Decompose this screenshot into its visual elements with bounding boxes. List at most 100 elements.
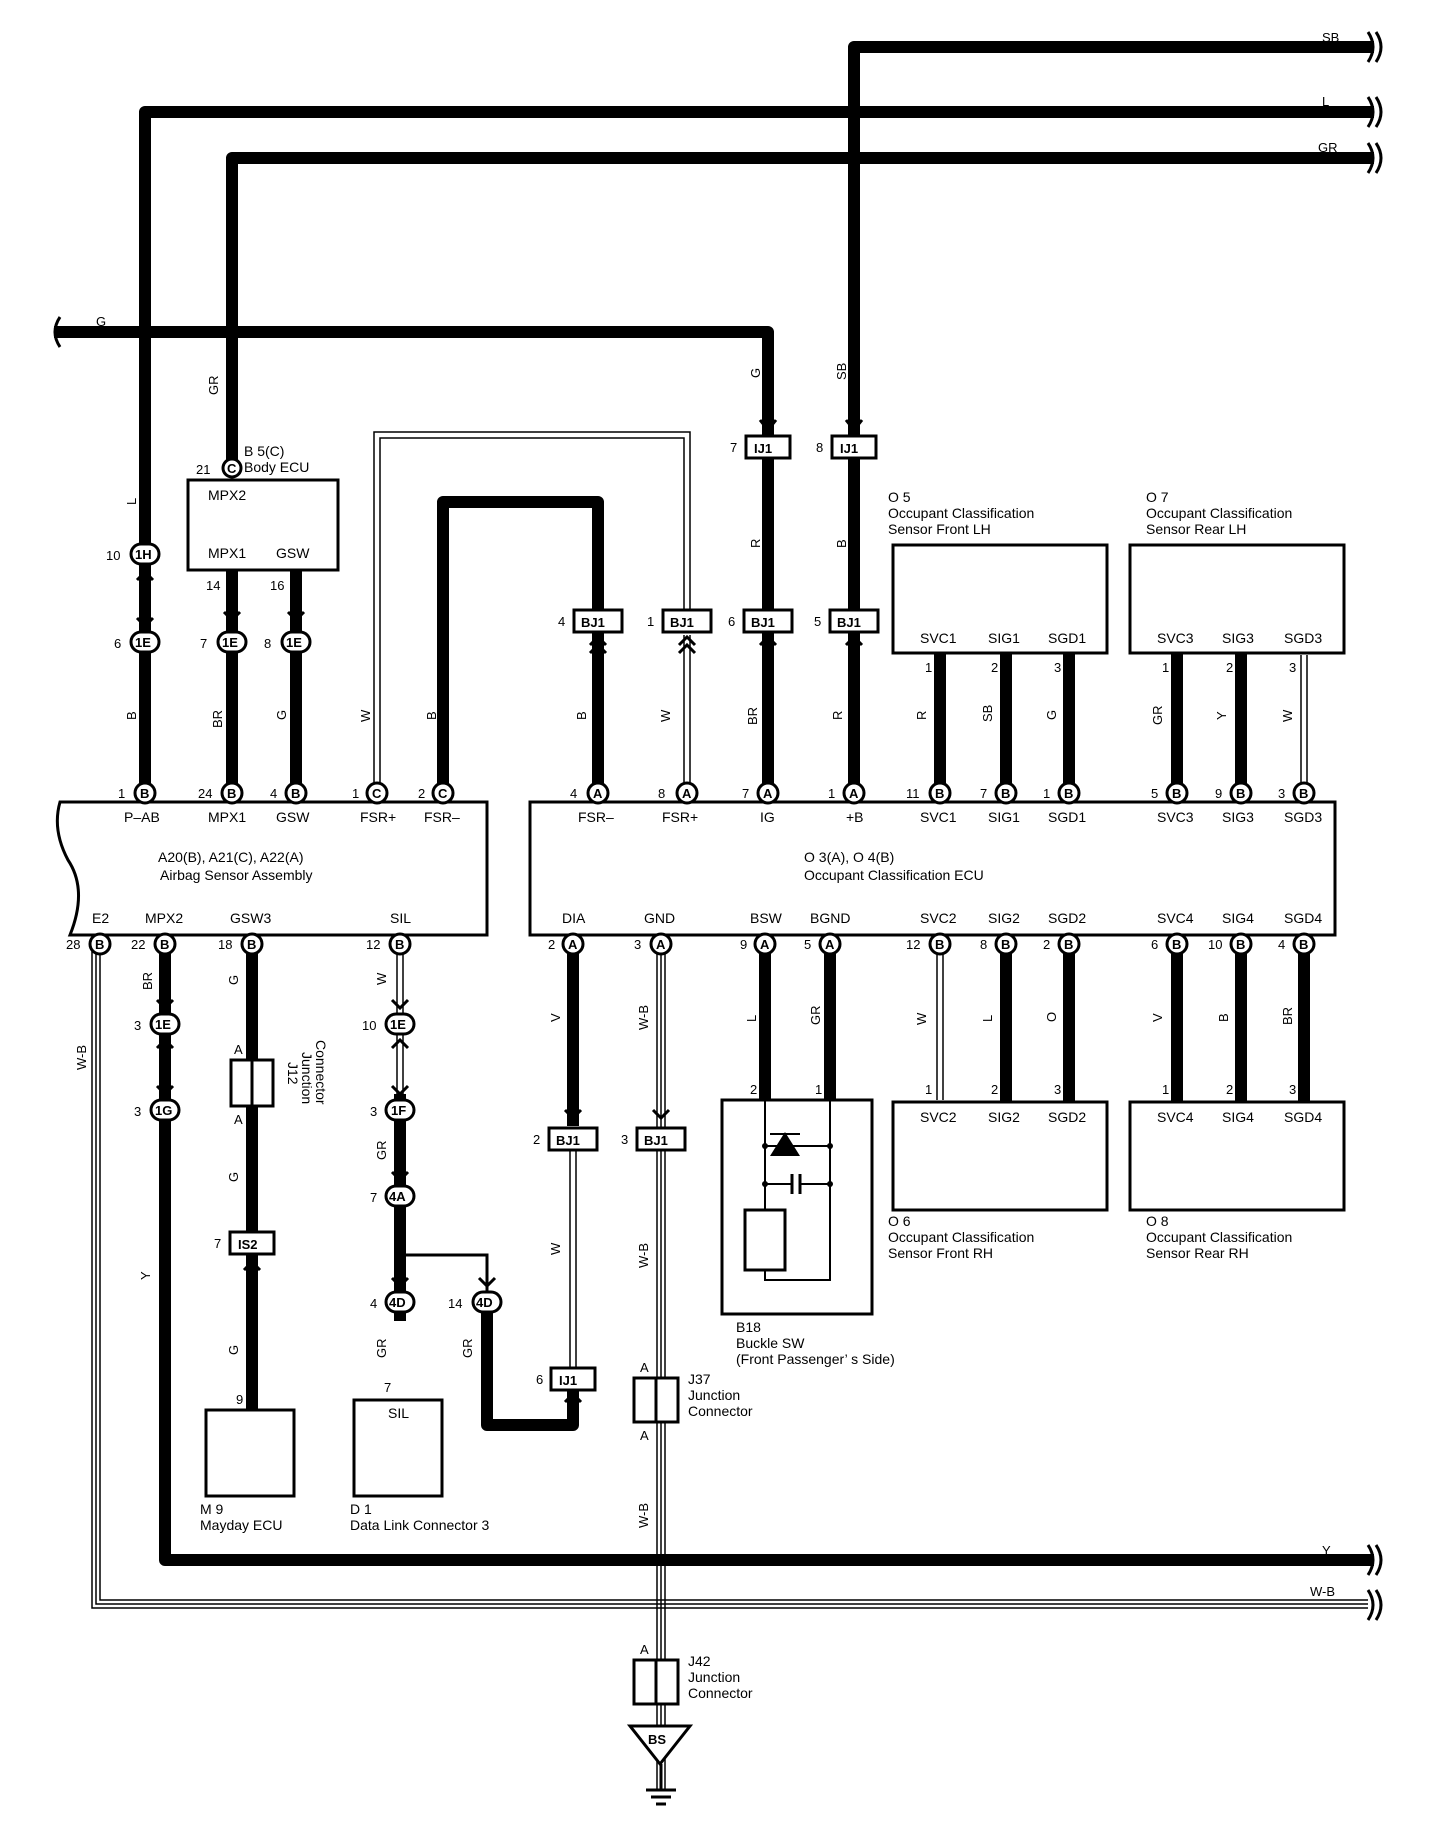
- svg-text:1: 1: [352, 786, 359, 801]
- svg-text:B: B: [227, 786, 236, 801]
- svg-text:IJ1: IJ1: [754, 441, 772, 456]
- pin-o-svc4: B6: [1151, 932, 1189, 956]
- svg-text:10: 10: [362, 1018, 376, 1033]
- svg-text:Occupant Classification: Occupant Classification: [888, 505, 1034, 521]
- svg-text:B 5(C): B 5(C): [244, 443, 284, 459]
- wire-gr-sil2: [481, 1294, 579, 1431]
- data-link-connector: SIL 7 D 1 Data Link Connector 3: [350, 1380, 490, 1533]
- svg-text:22: 22: [131, 937, 145, 952]
- svg-text:SVC2: SVC2: [920, 910, 957, 926]
- pin-fsrm-c: C2: [418, 781, 455, 805]
- svg-text:5: 5: [804, 937, 811, 952]
- svg-text:3: 3: [134, 1104, 141, 1119]
- svg-text:B: B: [1216, 1013, 1231, 1022]
- svg-text:FSR–: FSR–: [578, 809, 614, 825]
- svg-text:L: L: [124, 498, 139, 505]
- svg-text:24: 24: [198, 786, 212, 801]
- svg-text:GR: GR: [374, 1141, 389, 1161]
- svg-text:9: 9: [740, 937, 747, 952]
- svg-text:R: R: [914, 711, 929, 720]
- svg-text:Junction: Junction: [688, 1387, 740, 1403]
- svg-text:Sensor Front LH: Sensor Front LH: [888, 521, 991, 537]
- svg-text:V: V: [1150, 1013, 1165, 1022]
- svg-text:SVC1: SVC1: [920, 630, 957, 646]
- svg-text:B: B: [95, 937, 104, 952]
- svg-text:A: A: [825, 937, 835, 952]
- svg-text:A: A: [593, 786, 603, 801]
- svg-text:B: B: [574, 711, 589, 720]
- svg-text:Occupant Classification: Occupant Classification: [1146, 1229, 1292, 1245]
- svg-text:A: A: [640, 1360, 649, 1375]
- svg-text:GR: GR: [808, 1006, 823, 1026]
- svg-text:SIG1: SIG1: [988, 809, 1020, 825]
- svg-text:O 6: O 6: [888, 1213, 911, 1229]
- svg-text:4: 4: [558, 614, 565, 629]
- svg-text:R: R: [748, 539, 763, 548]
- svg-text:28: 28: [66, 937, 80, 952]
- j37-junction-connector: A A J37 Junction Connector: [632, 1360, 753, 1443]
- svg-text:B: B: [1172, 786, 1181, 801]
- svg-text:10: 10: [1208, 937, 1222, 952]
- svg-text:2: 2: [991, 660, 998, 675]
- conn-4d-a: 4D4: [370, 1290, 416, 1314]
- terminal-circles: B1 B24 B4 C1 C2 A4 A8 A7 A1 B11 B7 B1 B5…: [66, 781, 1316, 956]
- svg-text:+B: +B: [846, 809, 864, 825]
- wire-sb-top: [848, 41, 1374, 436]
- j42-junction-connector: A J42 Junction Connector: [632, 1642, 753, 1706]
- pin-o-gnd: A3: [634, 932, 673, 956]
- mayday-ecu: 9 M 9 Mayday ECU: [200, 1392, 296, 1533]
- pin-o-sgd3: B3: [1278, 781, 1316, 805]
- svg-text:IG: IG: [760, 809, 775, 825]
- svg-text:IS2: IS2: [238, 1237, 258, 1252]
- svg-text:4A: 4A: [389, 1189, 406, 1204]
- pin-o-sig4: B10: [1208, 932, 1253, 956]
- svg-text:SGD1: SGD1: [1048, 630, 1086, 646]
- svg-text:3: 3: [621, 1132, 628, 1147]
- conn-1e-a: 1E6: [114, 630, 161, 654]
- pin-e2: B 28: [66, 932, 112, 956]
- svg-text:SIL: SIL: [388, 1405, 409, 1421]
- svg-text:A: A: [656, 937, 666, 952]
- svg-text:IJ1: IJ1: [840, 441, 858, 456]
- svg-text:O 7: O 7: [1146, 489, 1169, 505]
- svg-text:W: W: [658, 709, 673, 722]
- svg-text:SIG1: SIG1: [988, 630, 1020, 646]
- conn-1e-c: 1E8: [264, 630, 312, 654]
- svg-text:G: G: [226, 1345, 241, 1355]
- svg-text:MPX2: MPX2: [145, 910, 183, 926]
- svg-text:B: B: [160, 937, 169, 952]
- svg-text:J37: J37: [688, 1371, 711, 1387]
- svg-text:DIA: DIA: [562, 910, 586, 926]
- svg-text:1: 1: [647, 614, 654, 629]
- svg-text:G: G: [226, 1172, 241, 1182]
- wire-labels: SB L GR G Y W-B GR G SB L R B B BR G W B…: [74, 30, 1339, 1599]
- svg-text:3: 3: [370, 1104, 377, 1119]
- svg-text:Body ECU: Body ECU: [244, 459, 309, 475]
- pin-o-bgnd: A5: [804, 932, 842, 956]
- svg-text:6: 6: [1151, 937, 1158, 952]
- svg-text:B: B: [1064, 937, 1073, 952]
- svg-text:MPX1: MPX1: [208, 545, 246, 561]
- svg-text:J12: J12: [285, 1062, 301, 1085]
- svg-text:2: 2: [418, 786, 425, 801]
- svg-text:21: 21: [196, 462, 210, 477]
- svg-text:R: R: [830, 711, 845, 720]
- svg-text:Connector: Connector: [313, 1040, 329, 1105]
- svg-text:SIG2: SIG2: [988, 1109, 1020, 1125]
- svg-text:BSW: BSW: [750, 910, 783, 926]
- svg-text:B: B: [1236, 786, 1245, 801]
- svg-text:B: B: [124, 711, 139, 720]
- svg-text:Connector: Connector: [688, 1403, 753, 1419]
- svg-text:L: L: [1322, 94, 1329, 109]
- svg-text:3: 3: [1289, 1082, 1296, 1097]
- svg-text:GR: GR: [1318, 140, 1338, 155]
- svg-text:7: 7: [200, 636, 207, 651]
- svg-text:B: B: [395, 937, 404, 952]
- svg-text:SIG3: SIG3: [1222, 809, 1254, 825]
- svg-text:SVC1: SVC1: [920, 809, 957, 825]
- svg-text:G: G: [1044, 710, 1059, 720]
